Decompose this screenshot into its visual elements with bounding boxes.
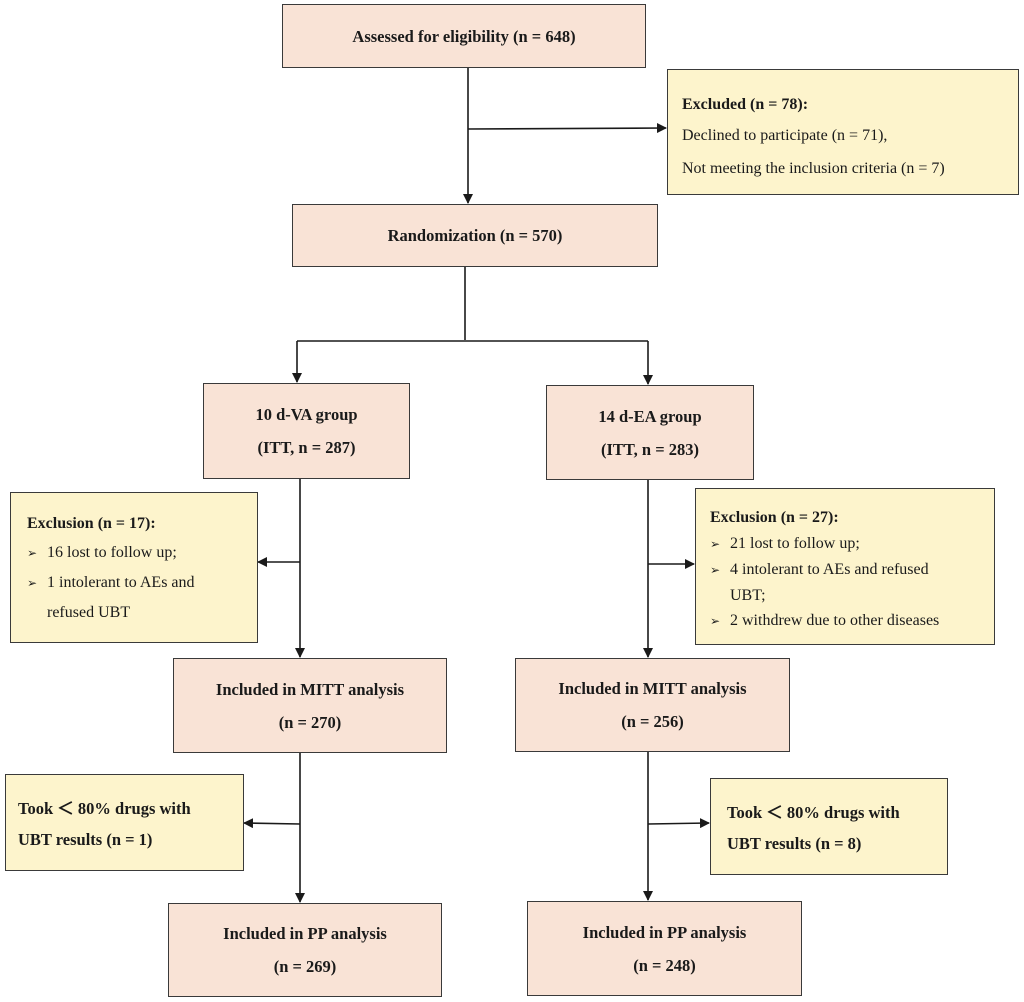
assessed-label: Assessed for eligibility (n = 648) — [352, 26, 576, 46]
right-took-result: UBT results (n = 8) — [727, 834, 862, 853]
right-mitt-label: Included in MITT analysis — [558, 679, 747, 698]
excluded-heading: Excluded (n = 78): — [682, 96, 809, 113]
arrow-bullet-icon: ➢ — [710, 563, 721, 577]
left-exclusion-item: ➢1 intolerant to AEs and — [27, 568, 257, 598]
left-mitt-count: (n = 270) — [278, 712, 342, 732]
arrow-to-excluded — [467, 123, 667, 134]
right-exclusion-item: ➢4 intolerant to AEs and refused — [710, 557, 994, 583]
left-took-result: UBT results (n = 1) — [18, 830, 153, 849]
left-exclusion-item-continued: refused UBT — [47, 604, 131, 621]
left-group-itt: (ITT, n = 287) — [257, 438, 356, 457]
left-took-line: Took ＜ 80% drugs with — [18, 799, 191, 818]
left-group-box: 10 d-VA group (ITT, n = 287) — [203, 383, 410, 479]
right-mitt-count: (n = 256) — [621, 712, 684, 731]
right-took-line: Took ＜ 80% drugs with — [727, 803, 900, 822]
left-group-label: 10 d-VA group — [255, 405, 358, 424]
right-exclusion-box: Exclusion (n = 27): ➢21 lost to follow u… — [695, 488, 995, 645]
right-group-label: 14 d-EA group — [598, 406, 702, 426]
left-exclusion-item: ➢16 lost to follow up; — [27, 538, 257, 568]
left-took-box: Took ＜ 80% drugs with UBT results (n = 1… — [5, 774, 244, 871]
left-mitt-label: Included in MITT analysis — [215, 679, 405, 699]
right-group-box: 14 d-EA group (ITT, n = 283) — [546, 385, 754, 480]
right-group-itt: (ITT, n = 283) — [600, 439, 700, 459]
right-exclusion-item: ➢21 lost to follow up; — [710, 531, 994, 557]
assessed-box: Assessed for eligibility (n = 648) — [282, 4, 646, 68]
right-exclusion-item: ➢2 withdrew due to other diseases — [710, 608, 994, 634]
arrow-bullet-icon: ➢ — [27, 576, 38, 590]
arrow-bullet-icon: ➢ — [710, 537, 721, 551]
right-mitt-box: Included in MITT analysis (n = 256) — [515, 658, 790, 752]
arrow-left-to-took — [243, 818, 301, 829]
excluded-box: Excluded (n = 78): Declined to participa… — [667, 69, 1019, 195]
randomization-box: Randomization (n = 570) — [292, 204, 658, 267]
excluded-line-declined: Declined to participate (n = 71), — [682, 127, 888, 144]
left-pp-label: Included in PP analysis — [223, 924, 387, 943]
left-mitt-box: Included in MITT analysis (n = 270) — [173, 658, 447, 753]
right-exclusion-heading: Exclusion (n = 27): — [710, 509, 839, 526]
left-pp-box: Included in PP analysis (n = 269) — [168, 903, 442, 997]
right-exclusion-item-continued: UBT; — [730, 587, 766, 604]
left-pp-count: (n = 269) — [273, 957, 337, 976]
right-pp-box: Included in PP analysis (n = 248) — [527, 901, 802, 996]
right-pp-count: (n = 248) — [633, 955, 696, 975]
right-pp-label: Included in PP analysis — [582, 922, 747, 942]
arrow-bullet-icon: ➢ — [710, 614, 721, 628]
randomization-label: Randomization (n = 570) — [387, 226, 563, 245]
arrow-bullet-icon: ➢ — [27, 546, 38, 560]
left-exclusion-box: Exclusion (n = 17): ➢16 lost to follow u… — [10, 492, 258, 643]
right-took-box: Took ＜ 80% drugs with UBT results (n = 8… — [710, 778, 948, 875]
excluded-line-criteria: Not meeting the inclusion criteria (n = … — [682, 160, 945, 177]
left-exclusion-heading: Exclusion (n = 17): — [27, 515, 156, 532]
arrow-right-to-took — [647, 818, 710, 829]
